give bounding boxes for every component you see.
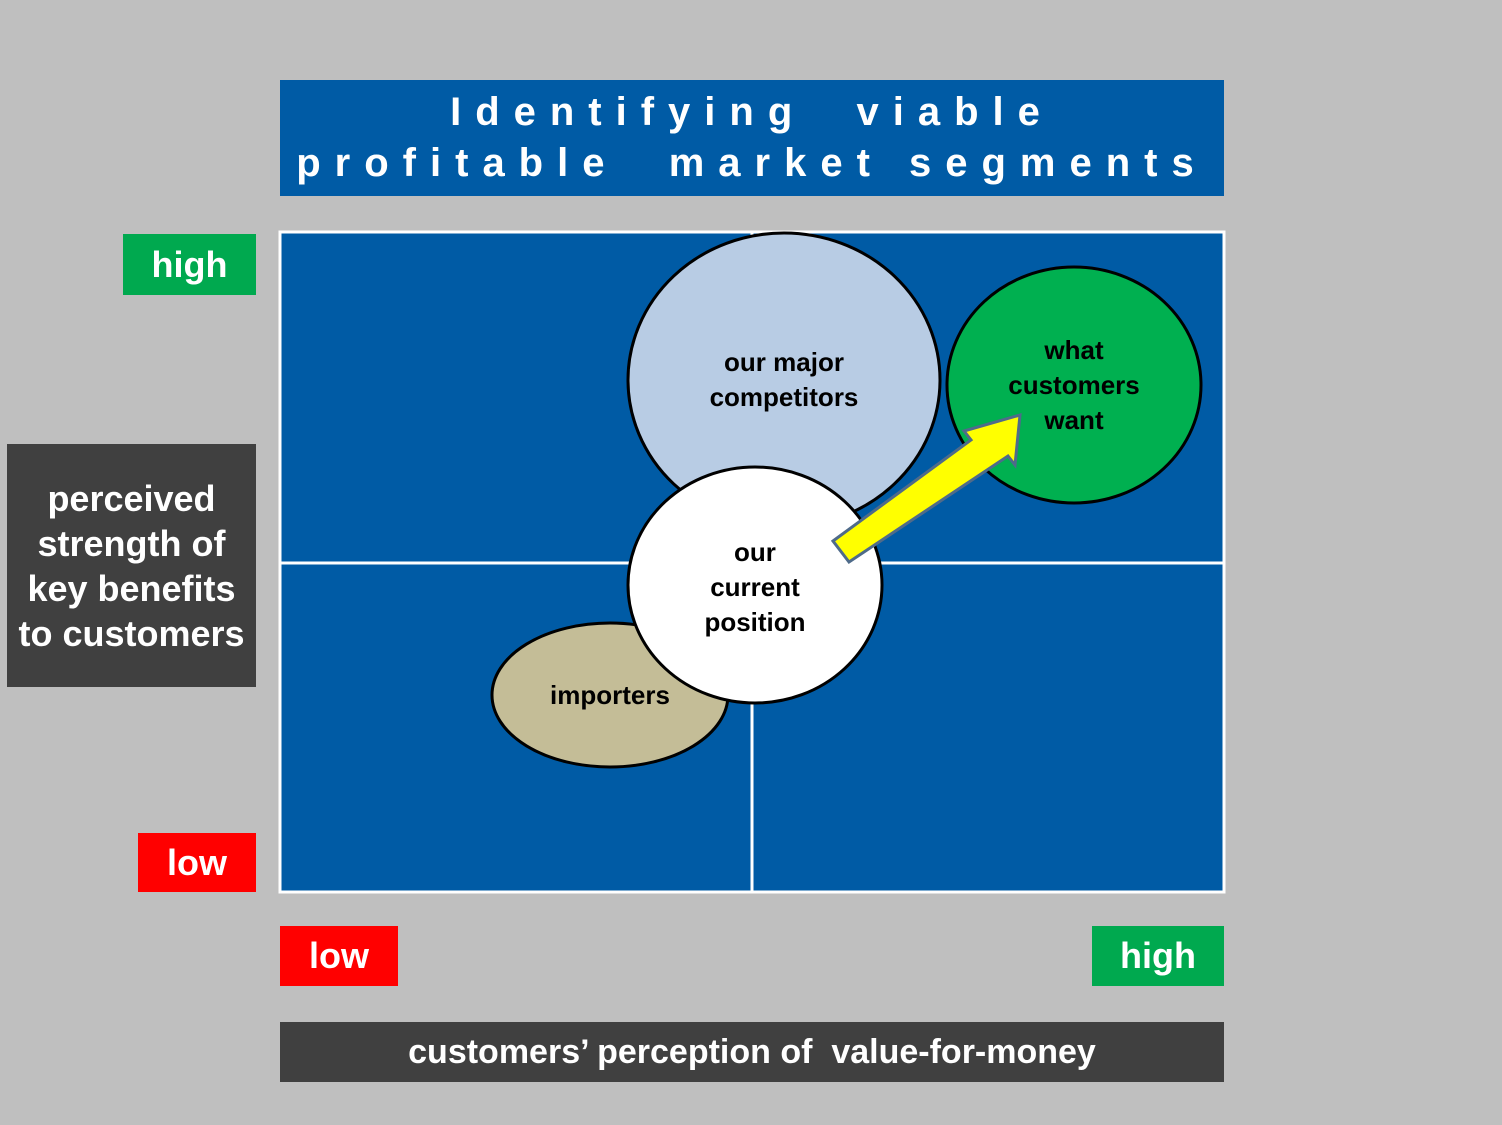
- y-axis-high-badge: high: [123, 234, 256, 295]
- x-axis-high-badge: high: [1092, 926, 1224, 986]
- x-axis-label: customers’ perception of value-for-money: [280, 1022, 1224, 1082]
- y-axis-low-badge: low: [138, 833, 256, 892]
- x-axis-low-badge: low: [280, 926, 398, 986]
- title-line-1: Identifying viable: [450, 90, 1054, 134]
- y-axis-label: perceived strength of key benefits to cu…: [7, 444, 256, 687]
- page-title: Identifying viable profitable market seg…: [280, 80, 1224, 196]
- direction-arrow-icon: [830, 412, 1022, 565]
- current-position-bubble: [626, 465, 884, 705]
- positioning-matrix: [278, 230, 1226, 894]
- title-line-2: profitable market segments: [296, 141, 1208, 185]
